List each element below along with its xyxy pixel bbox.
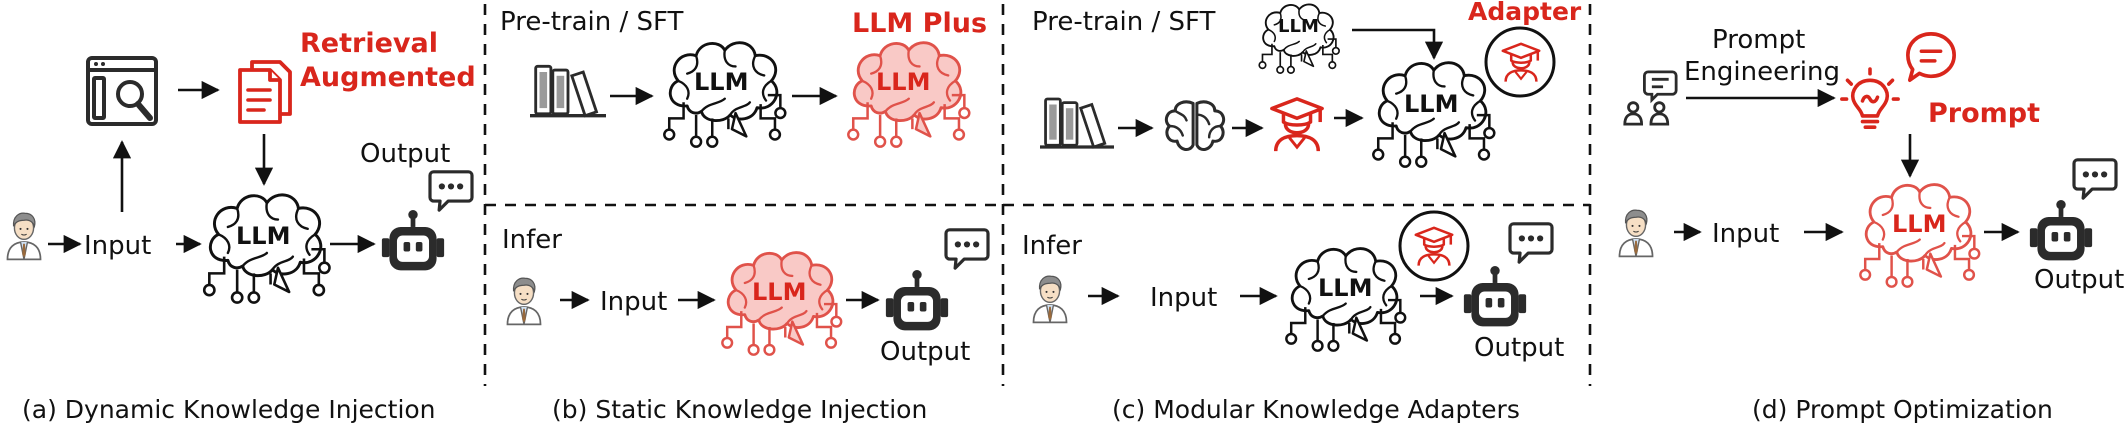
input-label: Input bbox=[1712, 219, 1779, 249]
document-icon bbox=[238, 60, 292, 124]
user-avatar-icon bbox=[1618, 209, 1654, 258]
caption-d: (d) Prompt Optimization bbox=[1752, 395, 2053, 424]
books-icon bbox=[1038, 97, 1116, 149]
user-avatar-icon bbox=[506, 277, 542, 326]
llm-label: LLM bbox=[236, 222, 290, 250]
search-window-icon bbox=[88, 58, 156, 124]
small-llm-label: LLM bbox=[1278, 16, 1319, 37]
arrow-llm-to-main bbox=[1352, 28, 1444, 60]
user-avatar-icon bbox=[6, 212, 42, 261]
pretrain-label: Pre-train / SFT bbox=[500, 7, 684, 37]
llm-label: LLM bbox=[1404, 90, 1458, 118]
robot-icon bbox=[1464, 266, 1526, 326]
output-label: Output bbox=[2034, 265, 2124, 295]
retrieval-label-line1: Retrieval bbox=[300, 28, 438, 59]
panel-d: Prompt Engineering Prompt Input LLM Outp… bbox=[1618, 25, 2124, 424]
chat-bubble-icon bbox=[944, 228, 990, 270]
panel-b: Pre-train / SFT LLM Plus LLM LLM Infer I… bbox=[500, 7, 990, 424]
infer-label: Infer bbox=[502, 225, 562, 255]
chat-bubble-icon bbox=[1508, 222, 1554, 264]
llm-plus-label: LLM Plus bbox=[852, 8, 987, 39]
prompt-engineering-line1: Prompt bbox=[1712, 25, 1805, 55]
panel-c: Pre-train / SFT LLM Adapter LLM Infer In… bbox=[1022, 0, 1582, 424]
panel-a: Retrieval Augmented Input LLM Output (a)… bbox=[6, 28, 476, 424]
caption-c: (c) Modular Knowledge Adapters bbox=[1112, 395, 1520, 424]
output-label: Output bbox=[360, 139, 450, 169]
prompt-engineering-line2: Engineering bbox=[1684, 57, 1840, 87]
adapter-label: Adapter bbox=[1468, 0, 1582, 26]
chat-bubble-icon bbox=[2072, 158, 2118, 200]
input-label: Input bbox=[84, 231, 151, 261]
lightbulb-icon bbox=[1840, 67, 1900, 130]
user-avatar-icon bbox=[1032, 275, 1068, 324]
prompt-label: Prompt bbox=[1928, 98, 2040, 129]
small-brain-icon bbox=[1258, 3, 1341, 75]
robot-icon bbox=[2030, 200, 2092, 260]
panel-separators bbox=[483, 4, 1592, 386]
brain-organ-icon bbox=[1164, 100, 1226, 152]
caption-a: (a) Dynamic Knowledge Injection bbox=[22, 395, 436, 424]
llm-label: LLM bbox=[1318, 274, 1372, 302]
chat-bubble-icon bbox=[428, 170, 474, 212]
books-icon bbox=[528, 64, 608, 118]
retrieval-label-line2: Augmented bbox=[300, 62, 476, 93]
robot-icon bbox=[382, 210, 444, 270]
input-label: Input bbox=[1150, 283, 1217, 313]
users-chat-icon bbox=[1623, 70, 1678, 126]
input-label: Input bbox=[600, 287, 667, 317]
infer-label: Infer bbox=[1022, 231, 1082, 261]
llm-label: LLM bbox=[694, 68, 748, 96]
llm-label: LLM bbox=[1892, 210, 1946, 238]
output-label: Output bbox=[1474, 333, 1564, 363]
pretrain-label: Pre-train / SFT bbox=[1032, 7, 1216, 37]
prompt-chat-icon bbox=[1906, 32, 1956, 82]
graduate-cap-icon bbox=[1270, 97, 1324, 153]
llm-plus-inner-label: LLM bbox=[876, 68, 930, 96]
output-label: Output bbox=[880, 337, 970, 367]
caption-b: (b) Static Knowledge Injection bbox=[552, 395, 927, 424]
robot-icon bbox=[886, 270, 948, 330]
llm-label: LLM bbox=[752, 278, 806, 306]
